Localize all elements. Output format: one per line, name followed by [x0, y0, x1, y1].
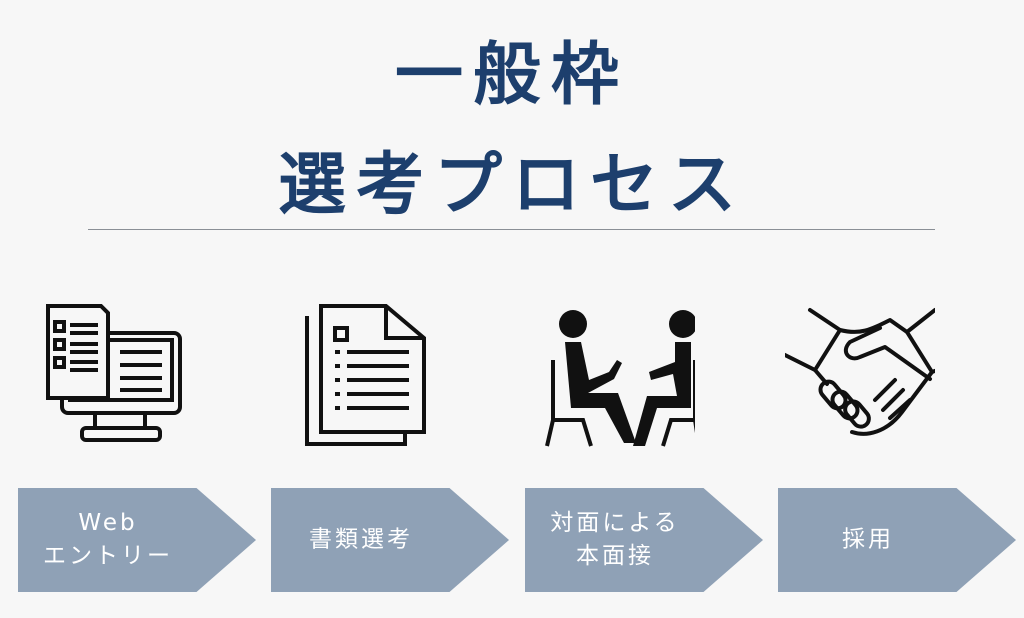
computer-form-icon	[46, 304, 182, 442]
step-hiring: 採用	[778, 488, 1016, 592]
handshake-icon	[785, 308, 935, 436]
interview-icon	[545, 310, 695, 447]
divider	[88, 229, 935, 230]
step-web-entry: Web エントリー	[18, 488, 256, 592]
documents-icon	[305, 304, 426, 446]
step-label: 対面による 本面接	[550, 510, 680, 569]
title-line-1: 一般枠	[394, 36, 629, 115]
step-interview: 対面による 本面接	[525, 488, 763, 592]
step-label: 書類選考	[309, 526, 413, 553]
step-label: 採用	[842, 526, 894, 553]
title-line-2: 選考プロセス	[277, 146, 746, 225]
step-document-screening: 書類選考	[271, 488, 509, 592]
step-label: Web エントリー	[43, 510, 173, 569]
